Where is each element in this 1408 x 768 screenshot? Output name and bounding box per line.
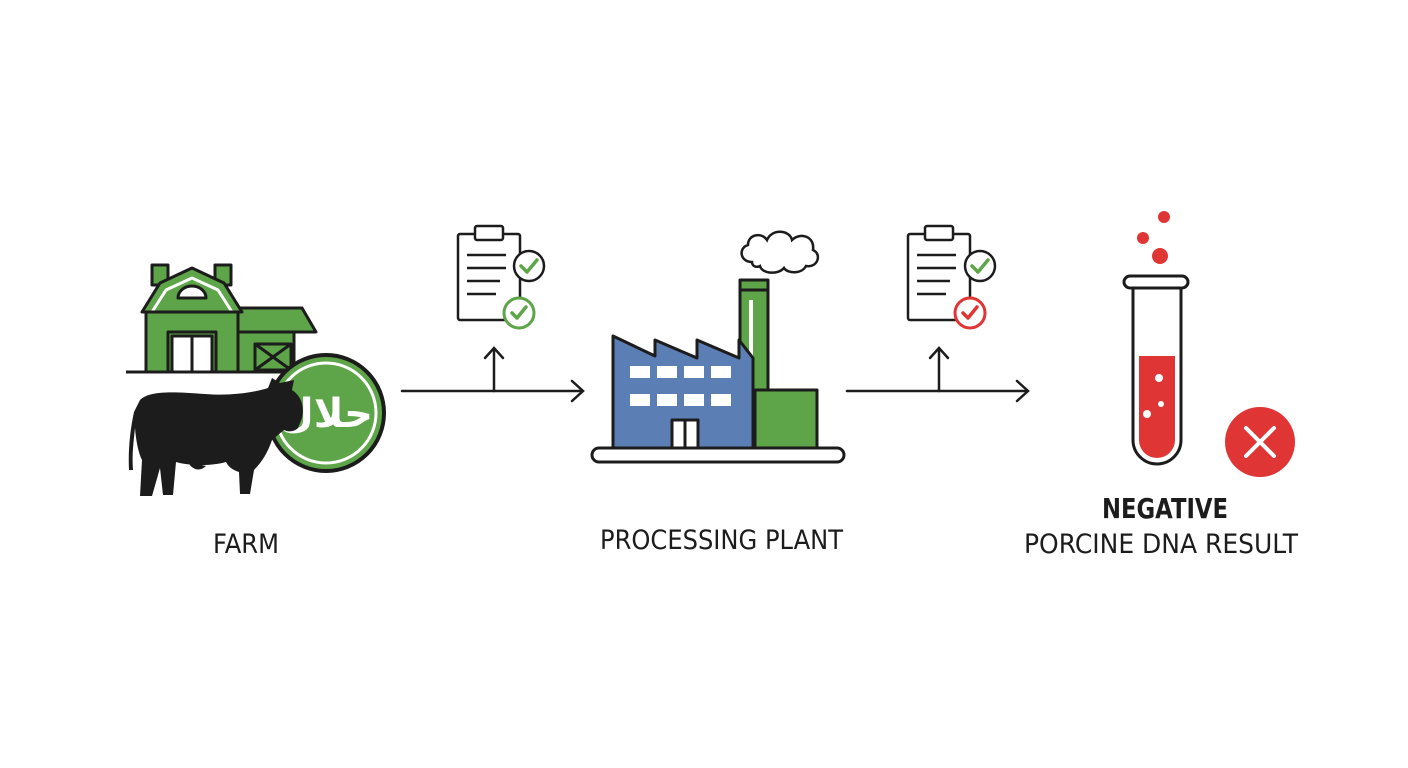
barn-icon: [126, 263, 320, 374]
smoke-icon: [740, 230, 820, 274]
test-tube-icon: [1122, 211, 1190, 466]
check-icon: [963, 249, 997, 283]
cow-icon: [128, 378, 303, 496]
check-icon: [512, 249, 546, 283]
result-title: NEGATIVE: [1102, 492, 1228, 525]
flow-arrow: [845, 346, 1030, 403]
flow-arrow: [400, 346, 585, 403]
result-label: PORCINE DNA RESULT: [1024, 529, 1298, 560]
farm-label: FARM: [213, 529, 279, 560]
check-icon: [953, 296, 987, 330]
check-icon: [502, 296, 536, 330]
plant-label: PROCESSING PLANT: [600, 525, 843, 556]
factory-icon: [590, 278, 846, 464]
cross-icon: [1225, 407, 1295, 477]
